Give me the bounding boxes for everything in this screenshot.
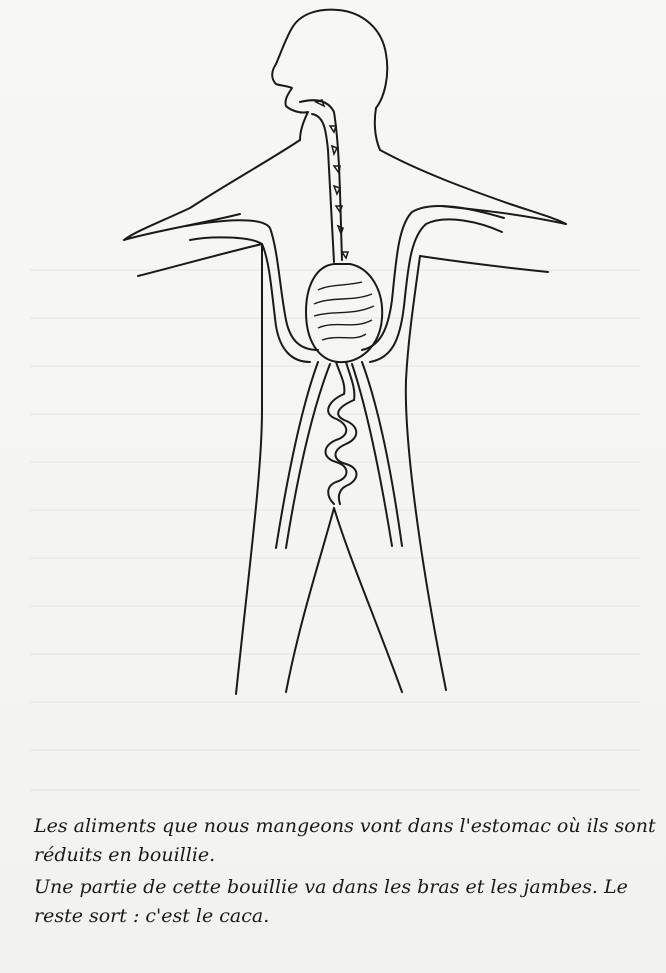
- left-arm-lower: [138, 244, 262, 276]
- leg-right-inner: [334, 508, 402, 692]
- head-outline: [272, 10, 387, 140]
- caption-text: Les aliments que nous mangeons vont dans…: [34, 812, 659, 931]
- esophagus: [300, 100, 342, 262]
- leg-vessels: [276, 362, 402, 548]
- torso-right: [406, 256, 446, 690]
- torso-left: [236, 244, 262, 694]
- leg-left-inner: [286, 508, 334, 692]
- paper-ruled-lines: [30, 270, 640, 790]
- left-arm-outer: [124, 214, 240, 240]
- caption-line-2: Une partie de cette bouillie va dans les…: [34, 873, 659, 931]
- shoulder-left: [124, 140, 300, 240]
- shoulder-right: [375, 108, 566, 224]
- intestine: [326, 362, 357, 504]
- caption-line-1: Les aliments que nous mangeons vont dans…: [34, 812, 659, 870]
